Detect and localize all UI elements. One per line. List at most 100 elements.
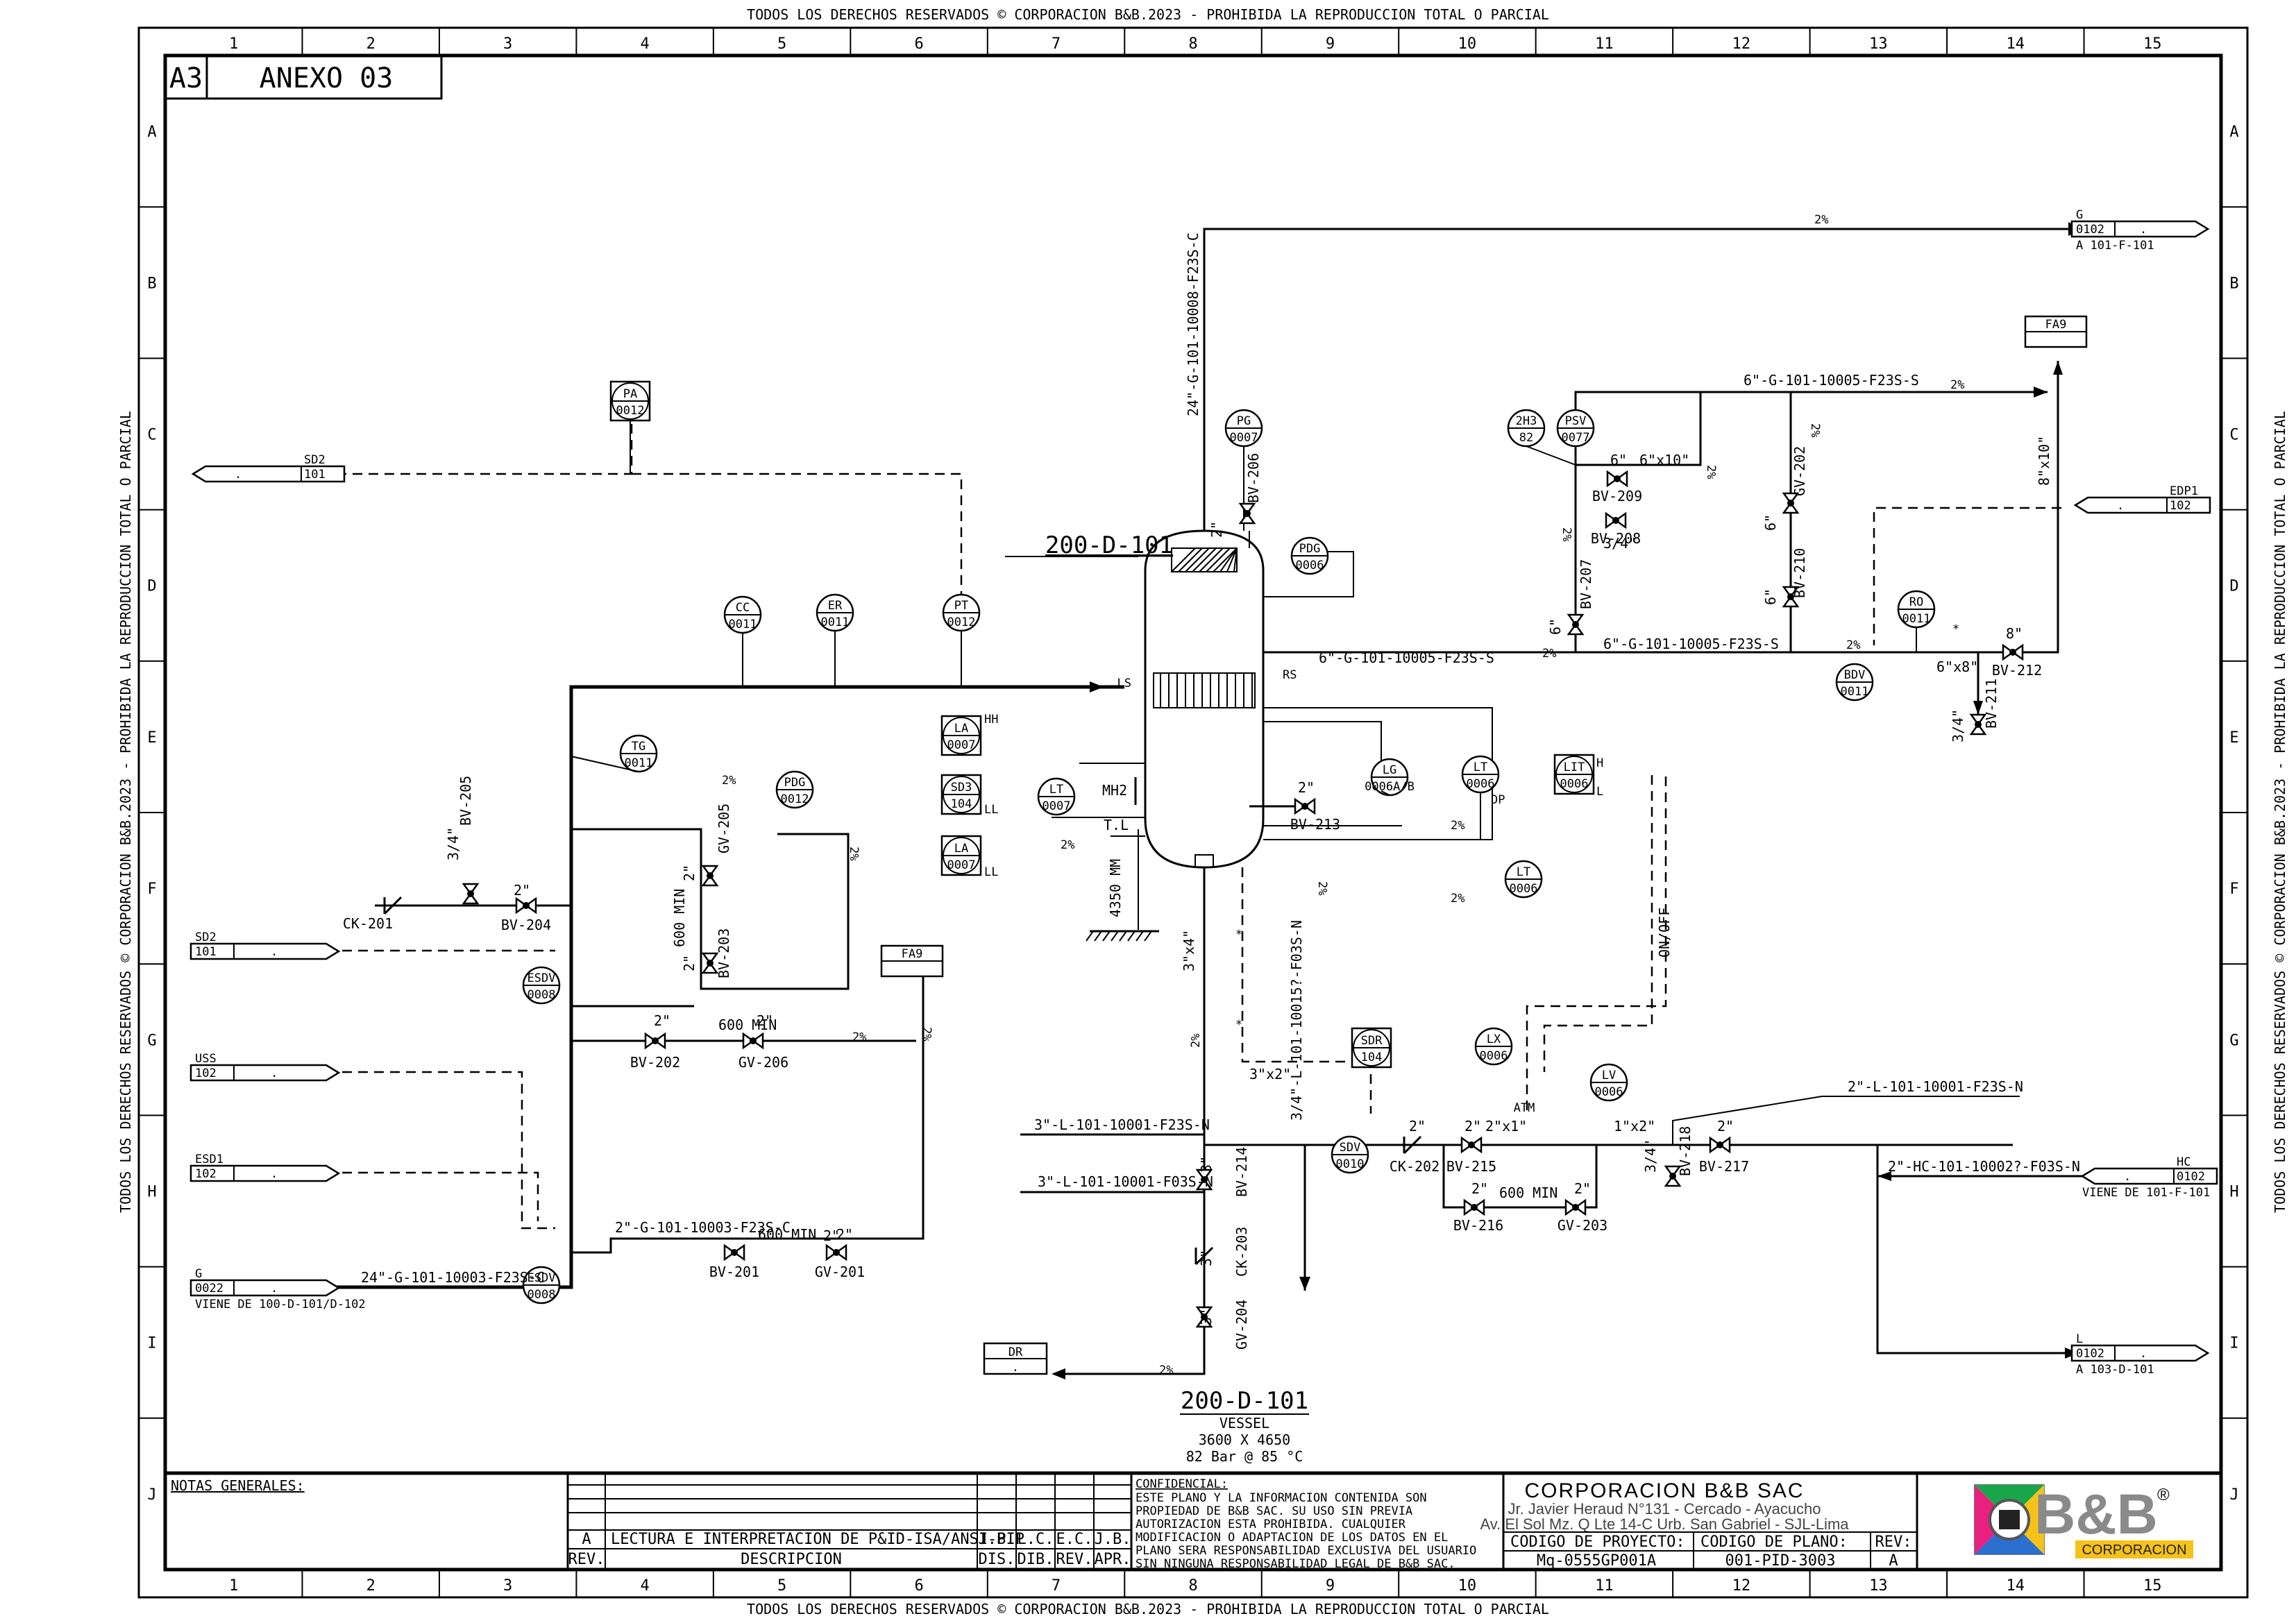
- instrument-tag: ER: [828, 599, 843, 613]
- valve-label: BV-205: [457, 776, 474, 826]
- instrument-number: 0006: [1296, 559, 1324, 572]
- valve-bv-214[interactable]: [1195, 1169, 1213, 1191]
- conf-line: PROPIEDAD DE B&B SAC. SU USO SIN PREVIA: [1136, 1504, 1412, 1518]
- valve-label: GV-206: [738, 1054, 788, 1071]
- instrument-tag: PSV: [1565, 414, 1587, 428]
- offpage-desc: VIENE DE 101-F-101: [2082, 1186, 2210, 1200]
- valve-gv-205[interactable]: [701, 865, 719, 887]
- line-inlet-main: 24"-G-101-10003-F23S-C: [361, 1269, 545, 1286]
- valve-bv-215[interactable]: [1460, 1136, 1483, 1154]
- vane-lines: [1160, 673, 1253, 708]
- valve-bv-218[interactable]: [1664, 1165, 1682, 1187]
- instrument-fa9[interactable]: FA9: [2024, 315, 2088, 348]
- valve-ck-202[interactable]: [1403, 1135, 1422, 1155]
- valve-bv-201[interactable]: [723, 1243, 745, 1261]
- valve-label: BV-203: [716, 928, 732, 978]
- h-label: H: [1596, 756, 1603, 770]
- liquid-outlet: [1367, 1144, 2065, 1354]
- valve-bv-204[interactable]: [515, 897, 537, 915]
- vortex-breaker: [1195, 854, 1214, 868]
- signal-lines: [193, 416, 2061, 1230]
- valve-bv-206[interactable]: [1238, 502, 1256, 525]
- valve-bv-216[interactable]: [1463, 1198, 1485, 1216]
- copyright-left: TODOS LOS DERECHOS RESERVADOS © CORPORAC…: [117, 411, 134, 1213]
- valve-bv-205[interactable]: [462, 883, 480, 905]
- hatch-line: [1171, 547, 1196, 572]
- title-block: NOTAS GENERALES: A LECTURA E INTERPRETAC…: [165, 1471, 2221, 1571]
- hatch-line: [1233, 547, 1238, 572]
- offpage-dr[interactable]: DR.: [983, 1342, 1048, 1375]
- valve-gv-204[interactable]: [1195, 1306, 1213, 1328]
- size: 2": [823, 1227, 840, 1244]
- min-label: 600 MIN: [1499, 1184, 1558, 1201]
- valve-bv-213[interactable]: [1294, 797, 1316, 815]
- valve-bv-217[interactable]: [1709, 1136, 1731, 1154]
- valve-bv-209[interactable]: [1606, 470, 1628, 488]
- instrument-number: 0006A/B: [1365, 780, 1415, 794]
- valve-bv-202[interactable]: [644, 1032, 666, 1050]
- valve-bv-203[interactable]: [701, 952, 719, 974]
- valve-bv-210[interactable]: [1782, 586, 1800, 608]
- valve-gv-206[interactable]: [742, 1032, 764, 1050]
- hatch-line: [1213, 547, 1238, 572]
- valve-bv-211[interactable]: [1969, 713, 1987, 736]
- size: 3/4": [1642, 1139, 1659, 1173]
- grid-col-bottom: 1: [229, 1577, 238, 1595]
- psv-outlet: [1576, 392, 1702, 466]
- offpage-dot: .: [271, 1282, 278, 1295]
- size: 2": [654, 1012, 670, 1029]
- valve-bv-207[interactable]: [1567, 613, 1585, 636]
- valve-ck-203[interactable]: [1195, 1246, 1214, 1266]
- hdr-rev2: REV.: [1056, 1551, 1093, 1568]
- rev-rev: E.C.: [1056, 1531, 1093, 1548]
- instrument-tag: PG: [1237, 414, 1251, 428]
- valve-bv-212[interactable]: [2002, 643, 2024, 661]
- valve-bv-208[interactable]: [1605, 511, 1627, 529]
- valve-gv-202[interactable]: [1782, 492, 1800, 514]
- valve-gv-203[interactable]: [1564, 1198, 1587, 1216]
- inlet-bypass-line: [571, 956, 925, 1254]
- size: 6"x8": [1936, 658, 1978, 675]
- valve-ck-201[interactable]: [383, 896, 403, 915]
- vessel-tag-bottom: 200-D-101: [1181, 1387, 1308, 1415]
- ground-hatch-line: [1102, 931, 1111, 942]
- instrument-fa9[interactable]: FA9: [880, 944, 944, 978]
- valve-gv-201[interactable]: [825, 1243, 847, 1261]
